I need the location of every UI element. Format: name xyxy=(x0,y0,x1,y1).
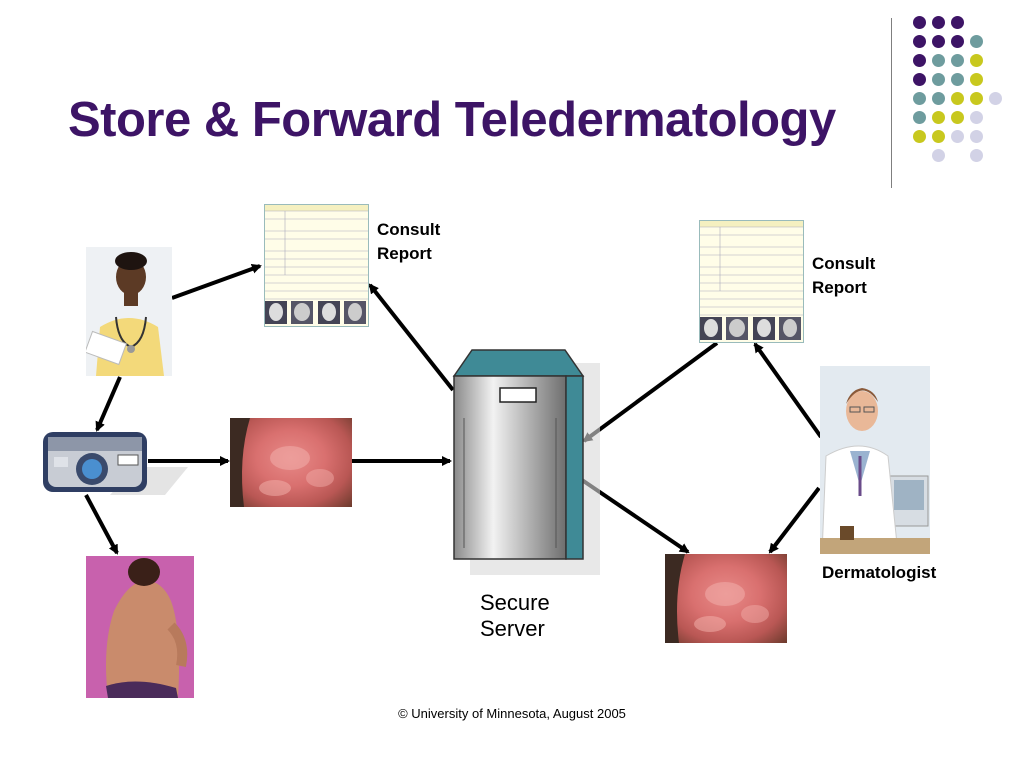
skin-rash-photo-left xyxy=(230,418,352,507)
decoration-dot xyxy=(913,92,926,105)
dermatologist-photo xyxy=(820,366,930,554)
slide-title: Store & Forward Teledermatology xyxy=(68,93,836,147)
skin-rash-photo-right xyxy=(665,554,787,643)
decoration-dot xyxy=(932,111,945,124)
nurse-photo xyxy=(86,247,172,376)
decoration-dot xyxy=(970,92,983,105)
consult-report-form-left xyxy=(264,204,369,327)
consult-report-label-left: Consult Report xyxy=(377,218,440,266)
arrow-nurse-to-camera xyxy=(95,376,122,432)
patient-back-photo xyxy=(86,556,194,698)
decoration-dot xyxy=(970,111,983,124)
decoration-dot xyxy=(951,130,964,143)
decoration-dot xyxy=(970,130,983,143)
decoration-dot xyxy=(932,16,945,29)
arrow-camera-to-back xyxy=(84,494,119,555)
decoration-dot xyxy=(951,35,964,48)
server-icon xyxy=(450,348,600,578)
decoration-dot xyxy=(913,130,926,143)
divider-line xyxy=(891,18,892,188)
decoration-dot xyxy=(932,92,945,105)
decoration-dot xyxy=(970,73,983,86)
decoration-dot xyxy=(951,111,964,124)
decoration-dot xyxy=(970,35,983,48)
report-word: Report xyxy=(377,244,432,263)
decoration-dot xyxy=(932,54,945,67)
decoration-dot xyxy=(932,35,945,48)
consult-word: Consult xyxy=(812,254,876,273)
secure-word: Secure xyxy=(480,590,550,615)
decoration-dot xyxy=(951,92,964,105)
camera-icon xyxy=(40,427,190,499)
decoration-dot xyxy=(913,73,926,86)
decoration-dot xyxy=(932,73,945,86)
consult-word: Consult xyxy=(377,220,441,239)
decoration-dot xyxy=(989,92,1002,105)
decoration-dot xyxy=(970,54,983,67)
arrow-doctor-to-right-rash xyxy=(768,486,821,554)
decoration-dot xyxy=(932,130,945,143)
arrow-server-to-left-report xyxy=(368,283,455,392)
dermatologist-label: Dermatologist xyxy=(822,563,937,582)
decoration-dot xyxy=(970,149,983,162)
decoration-dot xyxy=(913,111,926,124)
report-word: Report xyxy=(812,278,867,297)
consult-report-label-right: Consult Report xyxy=(812,252,875,300)
decoration-dot xyxy=(913,16,926,29)
decoration-dot xyxy=(913,54,926,67)
secure-server-label: Secure Server xyxy=(480,590,550,642)
arrow-right-report-to-server xyxy=(582,341,719,443)
decoration-dot xyxy=(951,73,964,86)
decoration-dot xyxy=(932,149,945,162)
decoration-dot xyxy=(951,16,964,29)
arrow-nurse-to-report xyxy=(171,264,262,300)
decoration-dot xyxy=(913,35,926,48)
consult-report-form-right xyxy=(699,220,804,343)
decoration-dot xyxy=(951,54,964,67)
arrow-doctor-to-right-report xyxy=(753,342,823,439)
server-word: Server xyxy=(480,616,545,641)
footer-copyright: © University of Minnesota, August 2005 xyxy=(398,706,626,721)
